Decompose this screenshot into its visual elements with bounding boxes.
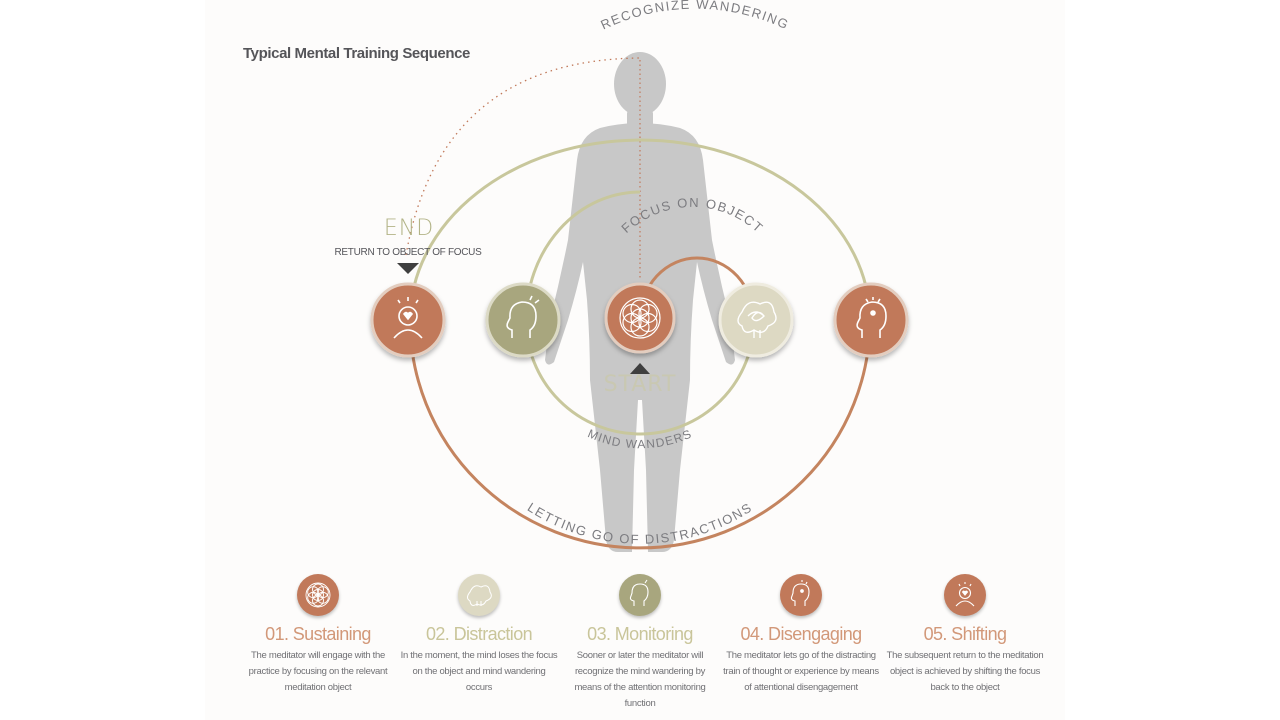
end-arrow-icon: [397, 263, 419, 274]
node-sustaining: [604, 282, 676, 354]
outer-ring-top: [408, 138, 872, 321]
step-description: The meditator will engage with the pract…: [248, 650, 388, 693]
outer-ring-bottom-label: LETTING GO OF DISTRACTIONS: [525, 499, 755, 546]
step-description: The subsequent return to the meditation …: [886, 650, 1044, 693]
step-description: Sooner or later the meditator will recog…: [574, 650, 706, 709]
step-distraction: 02. Distraction In the moment, the mind …: [396, 574, 562, 696]
end-sublabel: RETURN TO OBJECT OF FOCUS: [334, 247, 482, 258]
flower-of-life-icon: [619, 297, 661, 339]
heart-head-icon: [393, 297, 423, 339]
flower-of-life-icon: [297, 574, 339, 616]
start-label: START: [603, 372, 677, 397]
outer-ring-top-label: RECOGNIZE WANDERING: [598, 0, 791, 33]
end-label: END: [383, 216, 435, 241]
page-title: Typical Mental Training Sequence: [243, 45, 470, 62]
node-distraction: [718, 282, 794, 358]
inner-ring-bottom: [524, 319, 756, 436]
tangled-thoughts-icon: [458, 574, 500, 616]
thinking-head-icon: [506, 295, 540, 338]
step-title: 04. Disengaging: [740, 624, 862, 644]
heart-head-icon: [944, 574, 986, 616]
node-monitoring: [485, 282, 561, 358]
step-monitoring: 03. Monitoring Sooner or later the medit…: [557, 574, 723, 712]
step-description: The meditator lets go of the distracting…: [723, 650, 879, 693]
step-title: 05. Shifting: [923, 624, 1007, 644]
aware-head-icon: [856, 297, 887, 338]
tangled-thoughts-icon: [737, 301, 777, 338]
step-description: In the moment, the mind loses the focus …: [400, 650, 558, 693]
step-title: 02. Distraction: [425, 624, 533, 644]
step-disengaging: 04. Disengaging The meditator lets go of…: [718, 574, 884, 696]
outer-ring-bottom: [408, 319, 872, 550]
aware-head-icon: [780, 574, 822, 616]
start-arrow-icon: [630, 363, 650, 374]
step-title: 01. Sustaining: [265, 624, 371, 644]
step-title: 03. Monitoring: [587, 624, 693, 644]
return-path: [405, 57, 641, 256]
node-shifting: [370, 282, 446, 358]
thinking-head-icon: [619, 574, 661, 616]
node-disengaging: [833, 282, 909, 358]
step-shifting: 05. Shifting The subsequent return to th…: [882, 574, 1048, 696]
step-sustaining: 01. Sustaining The meditator will engage…: [235, 574, 401, 696]
